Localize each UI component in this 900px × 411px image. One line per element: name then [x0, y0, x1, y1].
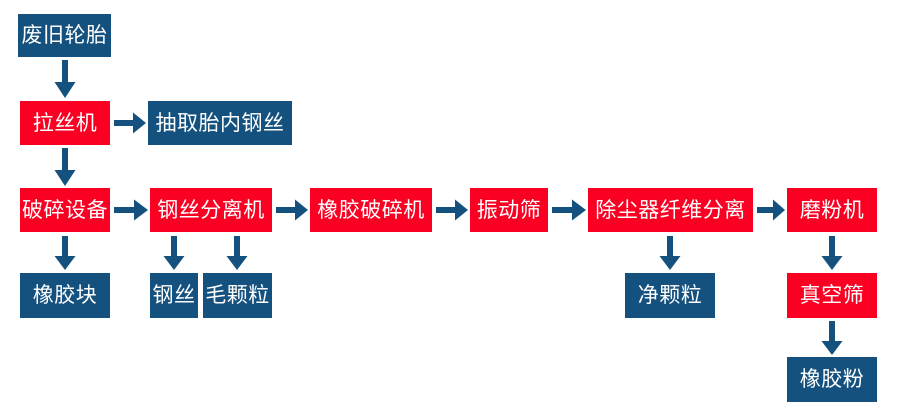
flow-node-n13: 净颗粒: [625, 273, 715, 318]
flow-node-n12: 毛颗粒: [203, 273, 272, 318]
flow-node-n3: 抽取胎内钢丝: [148, 101, 292, 145]
arrow-right-icon: [114, 110, 146, 136]
arrow-down-icon: [224, 236, 250, 270]
flow-node-n7: 振动筛: [470, 188, 548, 232]
arrow-right-icon: [552, 197, 586, 223]
arrow-right-icon: [114, 197, 148, 223]
arrow-down-icon: [52, 148, 78, 186]
arrow-down-icon: [52, 236, 78, 270]
arrow-right-icon: [436, 197, 468, 223]
flow-node-n2: 拉丝机: [20, 101, 110, 145]
arrow-down-icon: [819, 236, 845, 270]
arrow-right-icon: [276, 197, 308, 223]
arrow-right-icon: [757, 197, 785, 223]
flow-node-n4: 破碎设备: [20, 188, 110, 232]
flow-node-n11: 钢丝: [150, 273, 198, 318]
flow-node-n8: 除尘器纤维分离: [588, 188, 753, 232]
flow-node-n6: 橡胶破碎机: [310, 188, 432, 232]
flow-node-n5: 钢丝分离机: [150, 188, 272, 232]
arrow-down-icon: [161, 236, 187, 270]
arrow-down-icon: [52, 60, 78, 98]
flow-node-n14: 真空筛: [787, 273, 877, 318]
flow-node-n9: 磨粉机: [787, 188, 877, 232]
flow-node-n15: 橡胶粉: [787, 357, 877, 402]
arrow-down-icon: [657, 236, 683, 270]
flow-node-n1: 废旧轮胎: [18, 14, 111, 57]
flow-node-n10: 橡胶块: [20, 273, 110, 318]
arrow-down-icon: [819, 321, 845, 355]
